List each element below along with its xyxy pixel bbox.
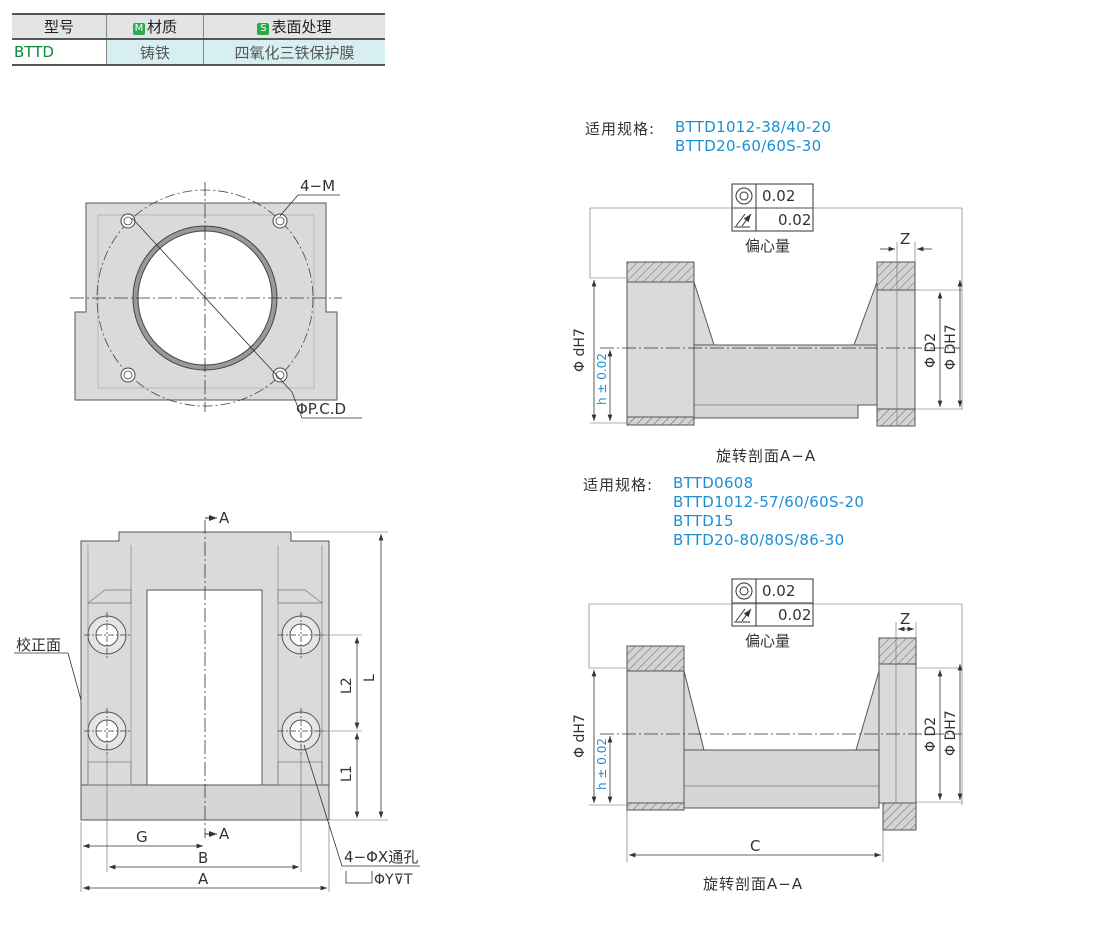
hole-centerlines [84, 612, 324, 754]
label-L1: L1 [339, 765, 355, 782]
label-counterbore: ΦY⊽T [374, 872, 413, 888]
rib-chamfer [277, 589, 324, 604]
label-D2: Φ D2 [923, 717, 939, 752]
part-web [853, 281, 878, 346]
rib-chamfer [86, 589, 132, 604]
eccentricity-label: 偏心量 [745, 237, 790, 255]
label-L2: L2 [339, 677, 355, 694]
label-d: Φ dH7 [572, 328, 588, 372]
label-G: G [136, 828, 148, 846]
part-web [693, 281, 715, 346]
concentricity-icon [735, 187, 753, 205]
hatched-flange [626, 645, 685, 672]
section-mark-top: A [219, 509, 230, 527]
section1-caption: 旋转剖面A−A [716, 447, 817, 465]
counterbore-icon [345, 871, 373, 884]
through-hole-icon [87, 615, 321, 751]
cell-model: BTTD [12, 39, 107, 66]
part-right-wall [878, 663, 917, 804]
part-shaft [683, 749, 880, 809]
spec-item: BTTD1012-38/40-20 [675, 118, 832, 136]
label-A: A [198, 870, 209, 888]
label-Z: Z [900, 230, 910, 248]
rib-foot [87, 761, 132, 786]
label-Z: Z [900, 610, 910, 628]
concentricity-icon [735, 582, 753, 600]
spec-item: BTTD1012-57/60/60S-20 [673, 493, 865, 511]
label-D: Φ DH7 [943, 324, 959, 370]
label-B: B [198, 849, 208, 867]
top-view: 4−M ΦP.C.D [70, 177, 362, 419]
hatched-flange [626, 416, 695, 426]
label-4-M: 4−M [300, 177, 335, 195]
label-D: Φ DH7 [943, 710, 959, 756]
label-L: L [362, 674, 378, 682]
tolerance-value: 0.02 [762, 187, 795, 205]
label-C: C [750, 837, 760, 855]
spec-list-1: BTTD1012-38/40-20 BTTD20-60/60S-30 [675, 118, 831, 156]
leader-pcd [291, 391, 303, 419]
total-runout-icon [734, 214, 751, 228]
hatched-flange [626, 802, 685, 811]
header-surface-label: 表面处理 [271, 18, 332, 36]
label-D2: Φ D2 [923, 333, 939, 368]
label-ref-face: 校正面 [16, 636, 61, 654]
header-model: 型号 [12, 13, 107, 40]
mount-hole-icon [120, 213, 288, 383]
front-view-cavity [146, 589, 263, 786]
part-right-wall [876, 289, 916, 410]
tolerance-value: 0.02 [778, 211, 811, 229]
part-web [855, 670, 880, 751]
top-view-inner-edge [97, 214, 315, 389]
leader-ref-face [67, 652, 82, 701]
spec-item: BTTD20-60/60S-30 [675, 137, 822, 155]
label-pcd: ΦP.C.D [296, 400, 346, 418]
spec-label-1: 适用规格: [585, 120, 656, 138]
section-view-2: 0.02 0.02 偏心量 Φ dH7 h ± 0.02 Φ D2 Φ DH7 [572, 578, 963, 862]
spec-item: BTTD20-80/80S/86-30 [673, 531, 845, 549]
part-left-wall [626, 281, 695, 418]
pcd-diagonal [131, 217, 293, 393]
part-left-wall [626, 670, 685, 804]
spec-item: BTTD0608 [673, 474, 754, 492]
hatched-flange [876, 408, 916, 427]
spec-list-2: BTTD0608 BTTD1012-57/60/60S-20 BTTD15 BT… [673, 474, 864, 550]
label-through-holes: 4−ΦX通孔 [344, 848, 418, 866]
surface-badge-icon: S [257, 23, 270, 35]
total-runout-icon [734, 609, 751, 623]
hatched-flange [626, 261, 695, 283]
tolerance-value: 0.02 [778, 606, 811, 624]
part-shaft [693, 344, 878, 419]
hatched-flange [878, 637, 917, 665]
leader-holes [279, 194, 299, 217]
section-view-1: 0.02 0.02 偏心量 Φ dH7 h ± 0.02 Φ D2 Φ DH7 [572, 183, 963, 427]
section-mark-bottom: A [219, 825, 230, 843]
hatched-flange [876, 261, 916, 291]
tolerance-value: 0.02 [762, 582, 795, 600]
hatched-flange [882, 802, 917, 831]
part-web [683, 670, 705, 751]
spec-item: BTTD15 [673, 512, 734, 530]
cell-surface: 四氧化三铁保护膜 [203, 39, 385, 66]
rib-foot [277, 761, 323, 786]
front-view: A A 校正面 L L2 L1 G B A 4−ΦX通孔 ΦY⊽T [14, 509, 420, 892]
label-d: Φ dH7 [572, 714, 588, 758]
leader-holes [303, 744, 343, 867]
eccentricity-label: 偏心量 [745, 632, 790, 650]
label-h: h ± 0.02 [595, 353, 609, 405]
spec-label-2: 适用规格: [583, 476, 654, 494]
section2-caption: 旋转剖面A−A [703, 875, 804, 893]
material-badge-icon: M [132, 23, 145, 35]
cell-material: 铸铁 [106, 39, 204, 66]
label-h: h ± 0.02 [595, 738, 609, 790]
header-material-label: 材质 [146, 18, 177, 36]
